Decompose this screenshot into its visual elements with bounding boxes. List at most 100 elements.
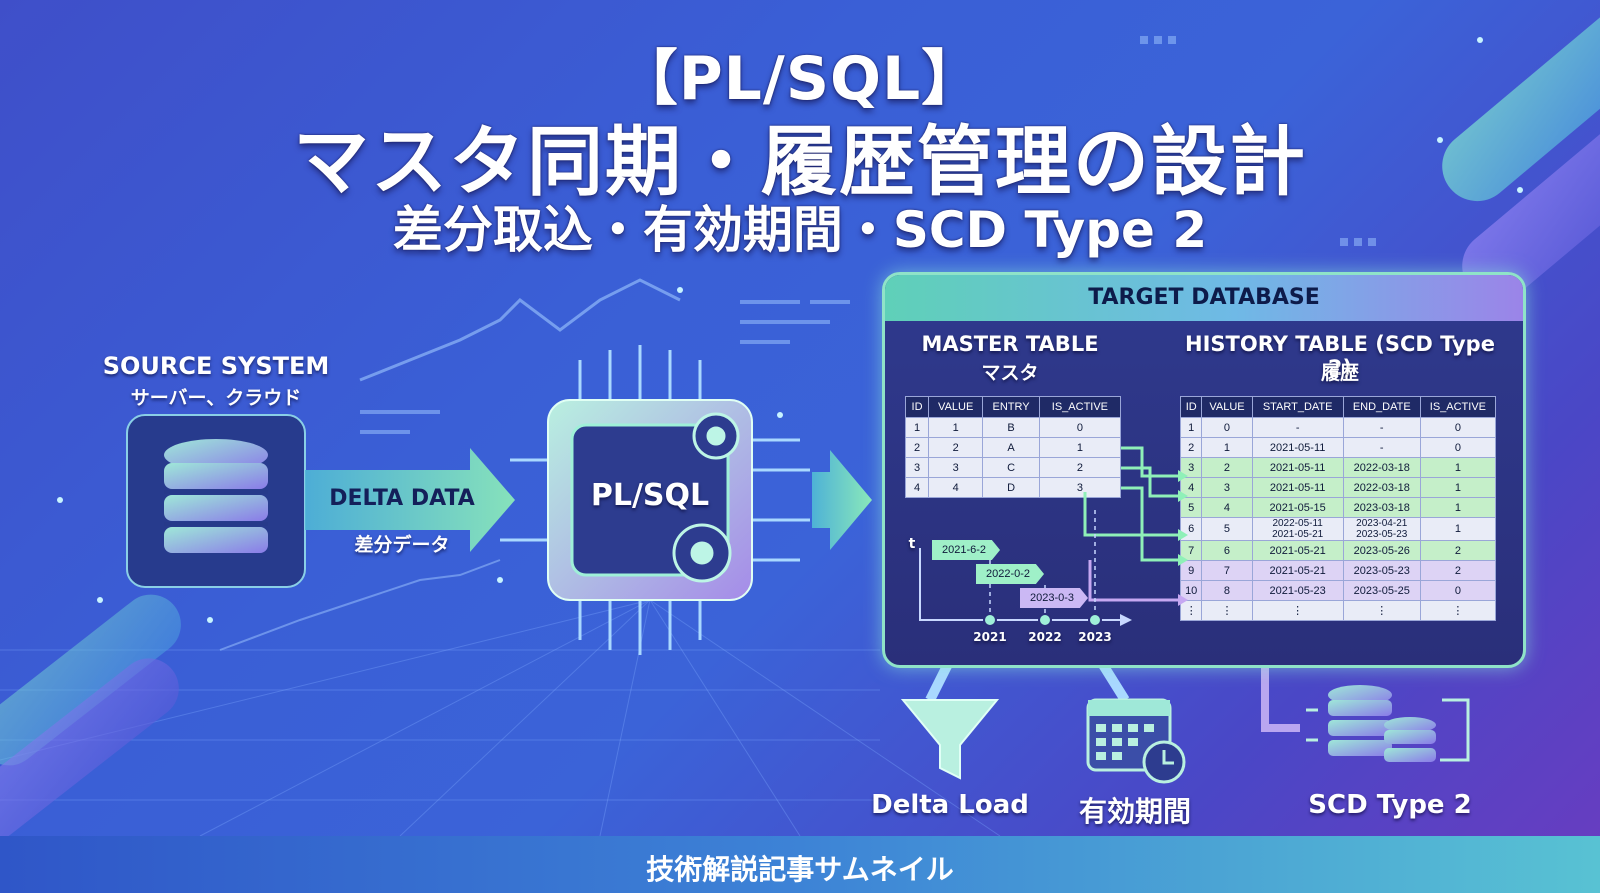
table-cell: - [1342, 437, 1421, 458]
table-cell: 2021-05-21 [1251, 540, 1344, 561]
table-cell: 8 [1201, 580, 1253, 601]
table-cell: 1 [904, 417, 930, 438]
table-cell: 2021-05-21 [1251, 560, 1344, 581]
gear-icon [672, 412, 740, 583]
table-cell: 1 [1419, 457, 1497, 478]
history-title: HISTORY TABLE (SCD Type 2) [1185, 332, 1495, 380]
history-col-id: ID [1179, 396, 1203, 418]
history-col-start: START_DATE [1251, 396, 1344, 418]
table-cell: 2023-05-26 [1342, 540, 1421, 561]
target-header [885, 275, 1523, 321]
scd-type2-label: SCD Type 2 [1308, 790, 1472, 820]
table-cell: ⋮ [1179, 600, 1203, 621]
footer-text: 技術解説記事サムネイル [646, 853, 954, 886]
chip-pins [500, 345, 810, 655]
master-col-id: ID [904, 396, 930, 418]
table-cell: 2023-05-25 [1342, 580, 1421, 601]
master-header-row: ID VALUE ENTRY IS_ACTIVE [904, 396, 1122, 418]
table-cell: 4 [928, 477, 984, 498]
table-cell: - [1342, 417, 1421, 438]
table-cell: 6 [1201, 540, 1253, 561]
table-cell: 0 [1201, 417, 1253, 438]
table-cell: 1 [928, 417, 984, 438]
table-cell: ⋮ [1251, 600, 1344, 621]
timeline-year-2023: 2023 [1078, 630, 1112, 644]
plsql-label: PL/SQL [590, 478, 710, 513]
table-cell: 1 [1419, 497, 1497, 518]
table-cell: 4 [1179, 477, 1203, 498]
table-cell: 0 [1419, 417, 1497, 438]
table-cell: ⋮ [1201, 600, 1253, 621]
timeline-axis-label: t [908, 536, 916, 552]
table-cell: 2 [1419, 540, 1497, 561]
funnel-icon [900, 657, 1000, 780]
table-cell: 1 [1419, 477, 1497, 498]
timeline-year-2022: 2022 [1028, 630, 1062, 644]
history-col-end: END_DATE [1342, 396, 1421, 418]
table-cell: D [982, 477, 1040, 498]
timeline-event-1: 2021-6-2 [932, 540, 1001, 560]
master-subtitle: マスタ [981, 362, 1039, 384]
table-cell: 2 [1419, 560, 1497, 581]
table-cell: 3 [904, 457, 930, 478]
table-cell: 2 [1038, 457, 1122, 478]
table-cell: 7 [1179, 540, 1203, 561]
timeline-event-2: 2022-0-2 [976, 564, 1045, 584]
table-cell-extra: 2023-05-23 [1356, 529, 1408, 540]
title-line3: 差分取込・有効期間・SCD Type 2 [392, 201, 1208, 259]
table-cell: 5 [1179, 497, 1203, 518]
table-cell: 2023-03-18 [1342, 497, 1421, 518]
table-cell: 4 [1201, 497, 1253, 518]
calendar-icon [1086, 657, 1186, 784]
table-cell: A [982, 437, 1040, 458]
master-title: MASTER TABLE [921, 332, 1099, 356]
source-title: SOURCE SYSTEM [102, 352, 330, 380]
master-col-value: VALUE [928, 396, 984, 418]
table-cell: 1 [1179, 417, 1203, 438]
table-cell: 3 [1201, 477, 1253, 498]
target-title: TARGET DATABASE [1088, 285, 1320, 310]
table-cell: 3 [1179, 457, 1203, 478]
table-cell: 1 [1038, 437, 1122, 458]
timeline-event-3: 2023-0-3 [1020, 588, 1089, 608]
table-cell: 6 [1179, 517, 1203, 541]
table-cell: B [982, 417, 1040, 438]
table-row: ⋮⋮⋮⋮⋮ [1179, 600, 1497, 621]
table-cell: 3 [928, 457, 984, 478]
history-col-is-active: IS_ACTIVE [1419, 396, 1497, 418]
table-cell: 4 [904, 477, 930, 498]
table-cell: 2021-05-11 [1251, 437, 1344, 458]
database-icon [164, 439, 268, 553]
table-cell: ⋮ [1419, 600, 1497, 621]
table-cell: 0 [1419, 437, 1497, 458]
table-cell: 2023-05-23 [1342, 560, 1421, 581]
table-cell: 0 [1419, 580, 1497, 601]
table-cell: ⋮ [1342, 600, 1421, 621]
valid-period-label: 有効期間 [1078, 795, 1191, 828]
table-cell: 7 [1201, 560, 1253, 581]
title-line2: マスタ同期・履歴管理の設計 [293, 117, 1307, 206]
master-col-entry: ENTRY [982, 396, 1040, 418]
table-cell: 0 [1038, 417, 1122, 438]
master-col-is-active: IS_ACTIVE [1038, 396, 1122, 418]
table-cell-extra: 2021-05-21 [1272, 529, 1324, 540]
table-cell: C [982, 457, 1040, 478]
table-cell: 2 [1179, 437, 1203, 458]
source-subtitle: サーバー、クラウド [130, 387, 302, 409]
table-cell: 2 [1201, 457, 1253, 478]
